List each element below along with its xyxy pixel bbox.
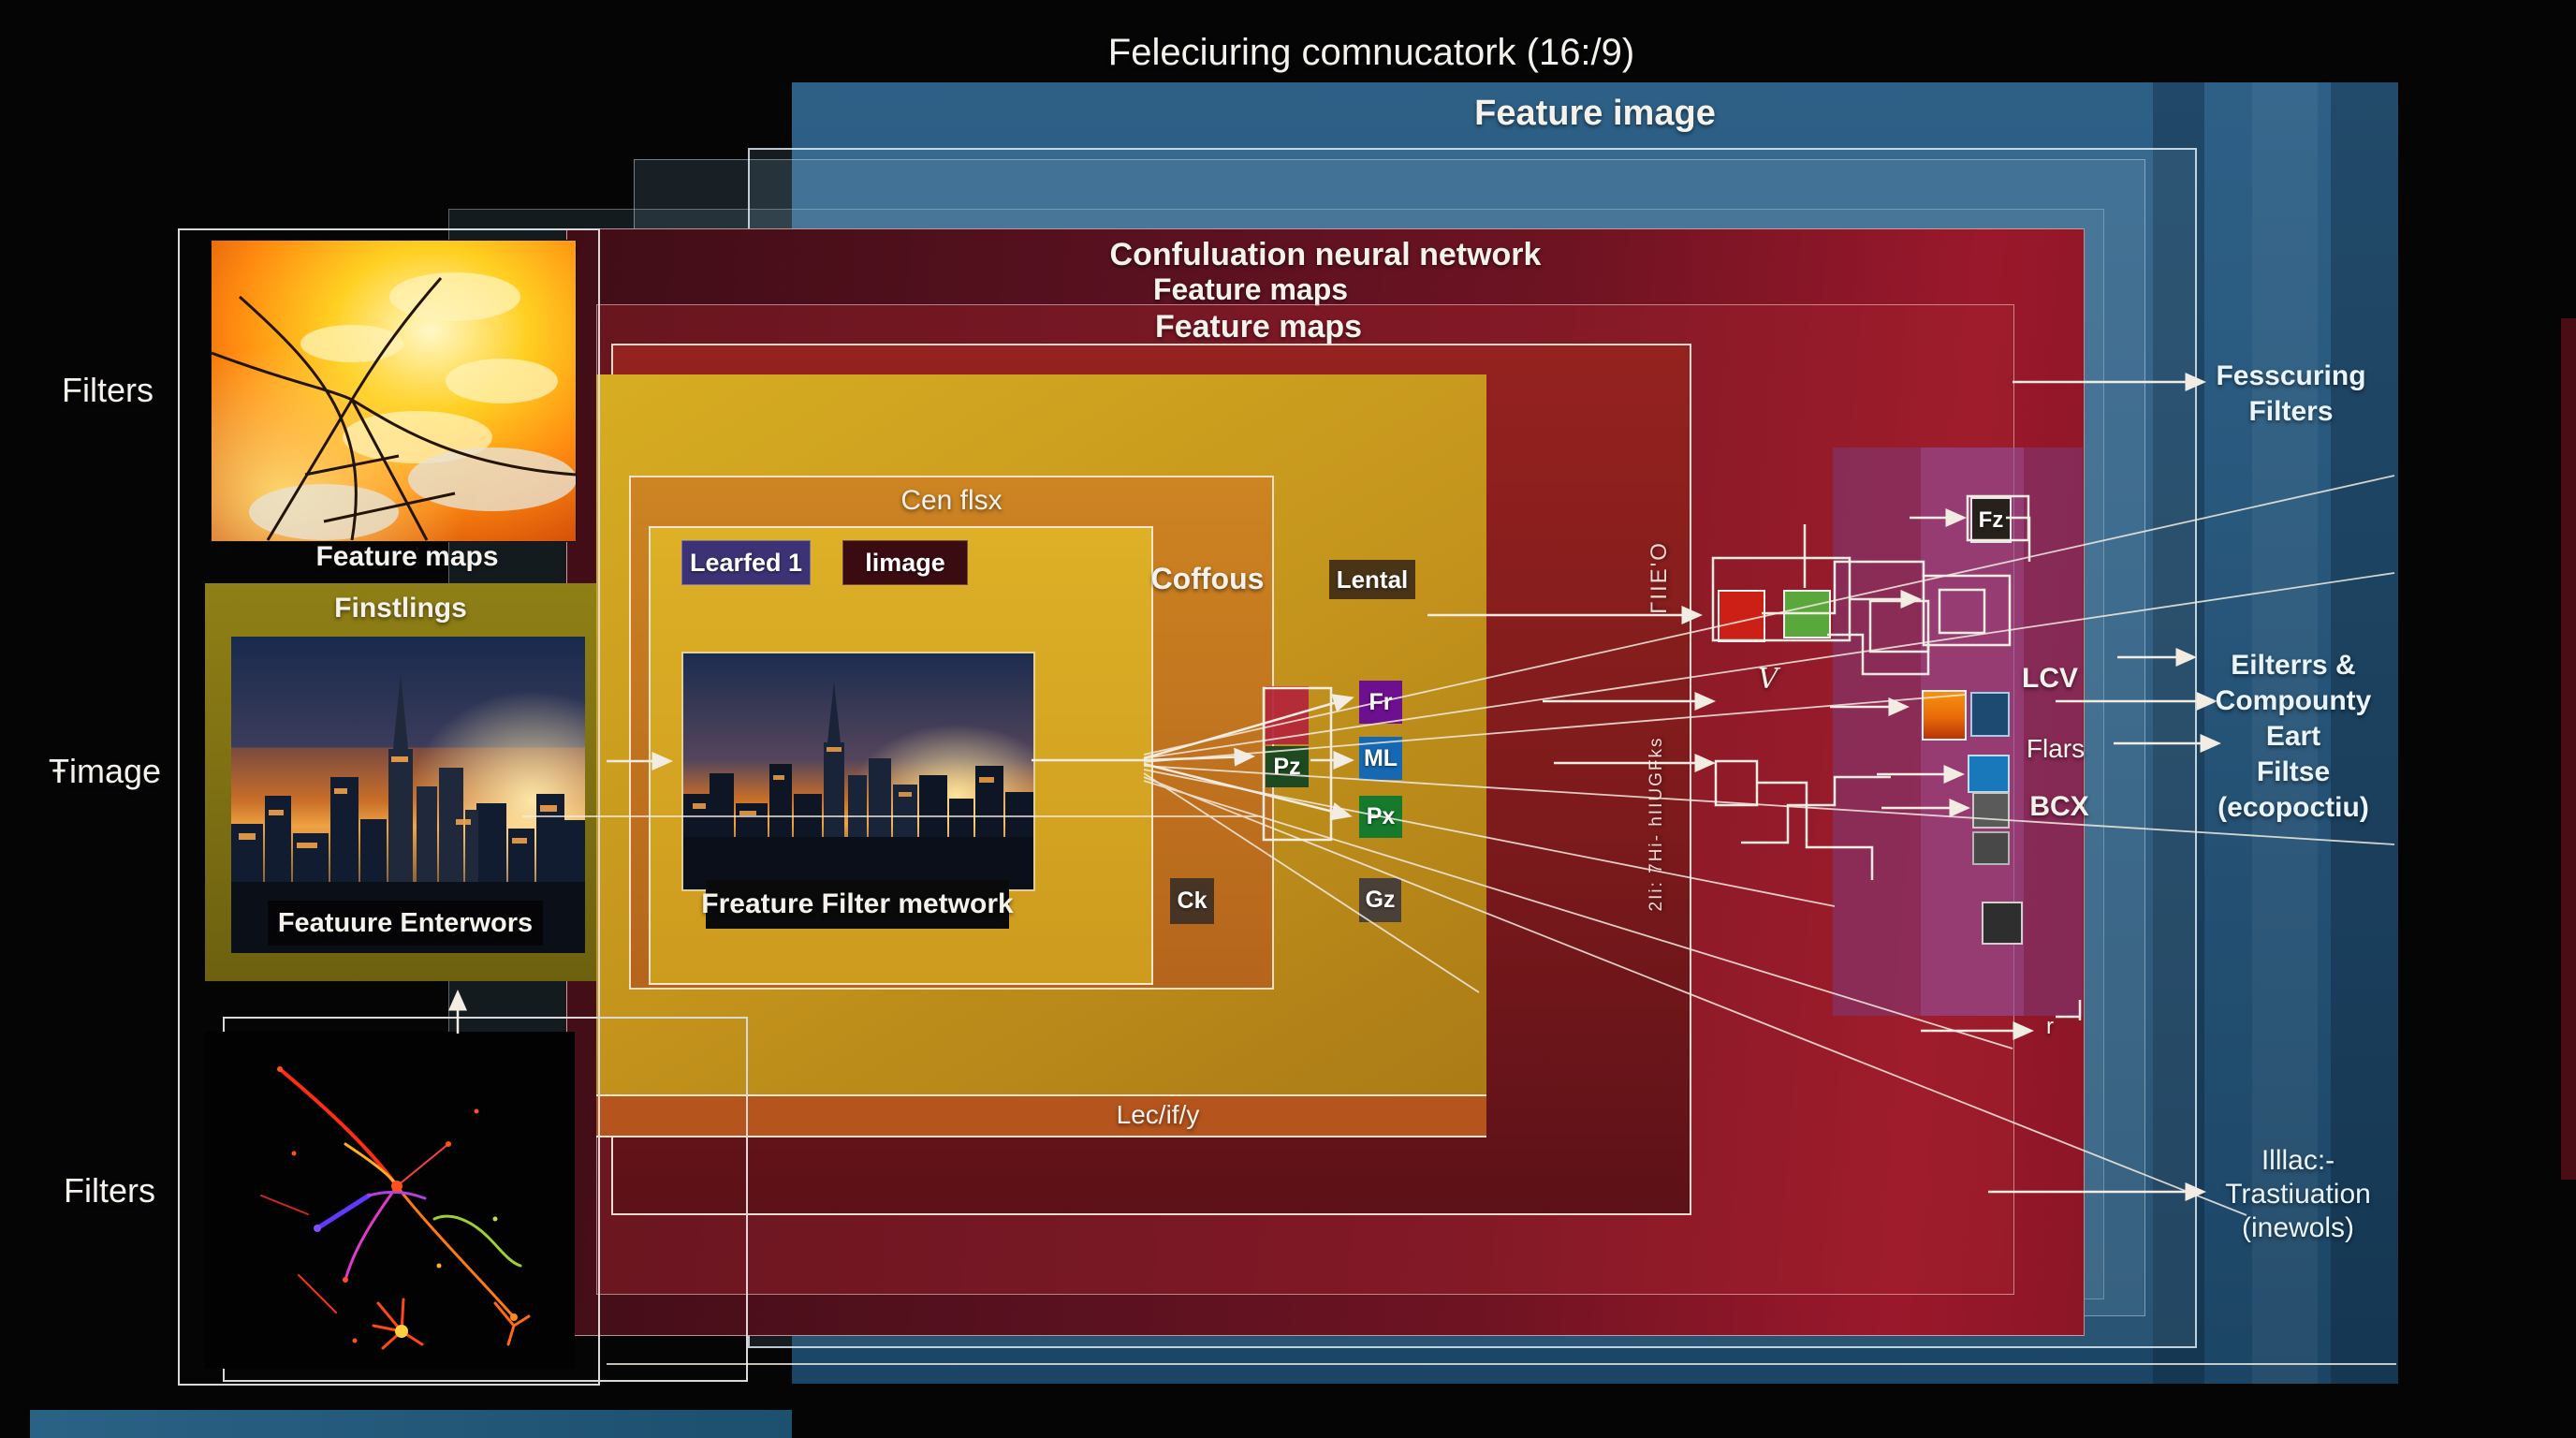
darkblue-square [1970,692,2010,737]
learfed-chip: Learfed 1 [681,540,811,585]
gray-square-2 [1972,831,2010,865]
bottom-blue-strip [30,1410,792,1438]
lec-band-label: Lec/if/y [1116,1100,1200,1129]
r-label: r [2046,1014,2054,1039]
left-column-box [178,228,600,1386]
eilterrs-block: Eilterrs & Compounty Eart Filtse (ecopoc… [2181,648,2406,826]
illlac-block: Illlac:- Trastiuation (inewols) [2181,1144,2415,1245]
right-edge-strip [2561,318,2576,1180]
fesscuring-line: Filters [2248,396,2334,427]
gz-chip: Gz [1359,878,1401,922]
fibers-image [205,1032,575,1369]
fesscuring-line: Fesscuring [2216,360,2366,391]
fesscuring-block: Fesscuring Filters [2181,359,2401,430]
limage-chip: limage [842,540,968,585]
rotated-label-bottom: 2Ii: 7Hi- hIIUGFks [1647,736,1666,912]
conv-network-label: Confuluation neural network [1109,237,1542,272]
lcv-label: LCV [2022,663,2078,694]
fire-caption: Feature maps [315,541,499,572]
eilterrs-line: Eart [2265,721,2321,752]
px-chip: Px [1359,796,1402,838]
feature-maps-1-label: Feature maps [1152,272,1349,306]
fr-chip: Fr [1359,681,1402,724]
city2-caption-band: Freature Filter metwork [701,880,1014,929]
green-square [1783,590,1831,638]
finstlings-label: Finstlings [334,593,467,624]
illlac-line: Illlac:- [2261,1145,2335,1176]
eilterrs-line: Filtse [2256,756,2331,787]
flars-label: Flars [2026,734,2086,763]
filters-top-label: Filters [62,371,154,409]
ck-chip: Ck [1170,878,1214,924]
lental-chip: Lental [1329,560,1415,599]
city2-caption: Freature Filter metwork [701,888,1014,919]
illlac-line: Trastiuation [2225,1179,2371,1210]
filters-bottom-label: Filters [64,1171,155,1210]
city-image-2 [681,652,1035,891]
v-label: V [1758,663,1778,696]
feature-maps-2-label: Feature maps [1154,309,1363,345]
coffous-label: Coffous [1150,562,1265,595]
eilterrs-line: Eilterrs & [2231,650,2356,681]
bcx-label: BCX [2029,791,2089,822]
cen-flsx-label: Cen flsx [900,485,1003,516]
fire-image [211,240,577,542]
dark-square [1982,902,2023,945]
crimson-box [1266,686,1309,744]
page-title: Feleciuring comnucatork (16:/9) [1107,32,1635,73]
city1-caption-band: Featuure Enterwors [268,901,543,946]
pz-chip: Pz [1266,746,1309,787]
red-square [1718,590,1765,642]
rotated-label-top: ΓIIE'O [1647,541,1672,614]
image-label: Ŧimage [48,752,162,790]
illlac-line: (inewols) [2241,1212,2355,1243]
feature-image-label: Feature image [1474,94,1716,133]
city1-caption: Featuure Enterwors [277,907,534,938]
orange-gradient-square [1922,690,1967,741]
ml-chip: ML [1359,737,1402,780]
fz-chip: Fz [1970,497,2012,543]
eilterrs-line: Compounty [2215,685,2372,716]
eilterrs-line: (ecopoctiu) [2217,792,2369,823]
